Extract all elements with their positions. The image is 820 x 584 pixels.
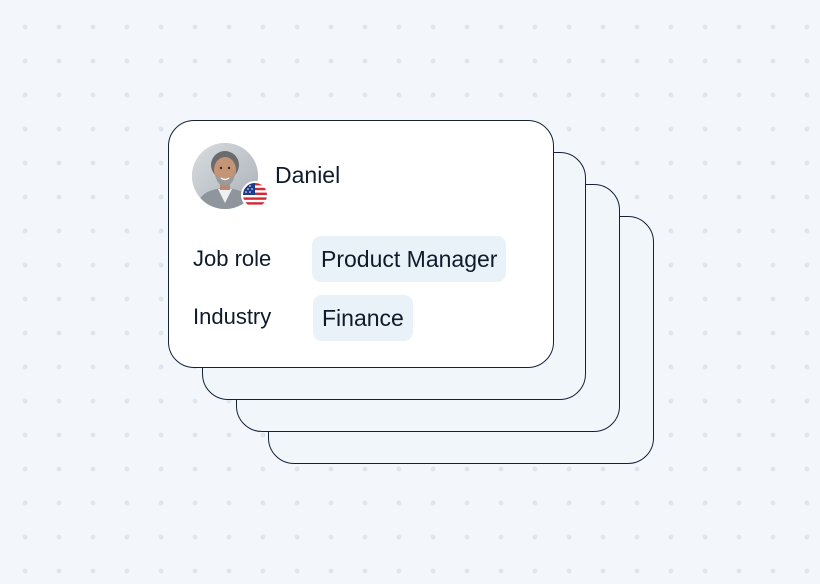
- industry-label: Industry: [193, 304, 272, 329]
- job-role-tag: Product Manager: [312, 236, 507, 282]
- profile-card[interactable]: Daniel Job role Product Manager Industry…: [168, 120, 554, 368]
- avatar: [192, 143, 258, 209]
- industry-tag: Finance: [313, 295, 413, 341]
- profile-name: Daniel: [275, 162, 341, 188]
- job-role-label: Job role: [193, 246, 272, 271]
- person-portrait-icon: [192, 143, 258, 209]
- us-flag-icon: [241, 181, 269, 209]
